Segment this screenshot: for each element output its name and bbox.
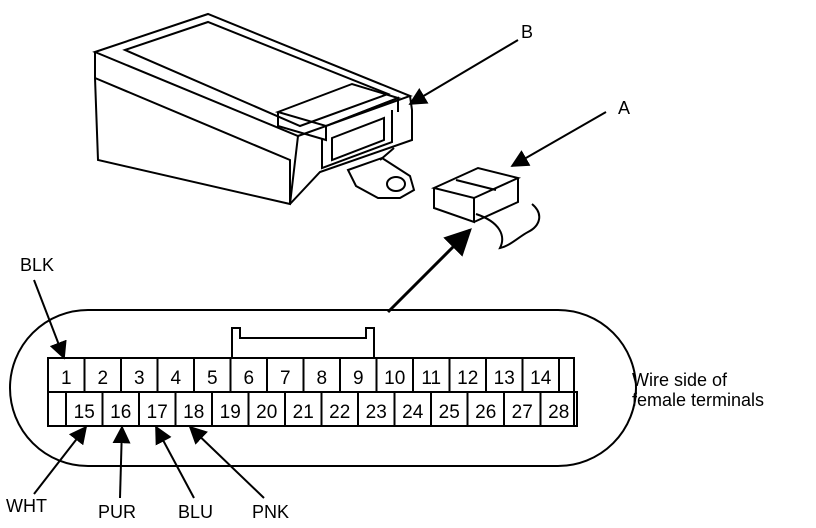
control-unit-illustration [92,12,416,206]
terminal-number-14: 14 [530,368,552,389]
wire-color-blu: BLU [178,502,213,522]
terminal-number-8: 8 [316,368,327,389]
terminal-number-27: 27 [512,402,533,423]
wire-color-pnk: PNK [252,502,289,522]
terminal-number-17: 17 [147,402,168,423]
wire-color-blk: BLK [20,255,54,275]
leader-blk [33,279,67,360]
view-arrow [386,228,472,314]
terminal-number-23: 23 [366,402,387,423]
terminal-number-10: 10 [384,368,405,389]
leader-blu [155,425,195,499]
callout-label-b: B [521,22,533,42]
terminal-number-3: 3 [134,368,145,389]
terminal-number-11: 11 [421,368,441,389]
terminal-number-19: 19 [220,402,241,423]
wire-color-wht: WHT [6,496,47,516]
harness-connector-illustration [430,166,541,250]
terminal-number-16: 16 [110,402,131,423]
leader-wht [33,425,88,495]
callout-label-a: A [618,98,630,118]
terminal-number-9: 9 [353,368,364,389]
terminal-number-7: 7 [280,368,291,389]
terminal-number-5: 5 [207,368,218,389]
terminal-number-15: 15 [74,402,95,423]
terminal-number-22: 22 [329,402,350,423]
terminal-number-6: 6 [243,368,254,389]
terminal-number-4: 4 [170,368,181,389]
terminal-cell-28 [539,391,578,427]
terminal-number-28: 28 [548,402,569,423]
terminal-number-26: 26 [475,402,496,423]
terminal-number-18: 18 [183,402,204,423]
terminal-number-20: 20 [256,402,277,423]
terminal-number-21: 21 [293,402,314,423]
wire-color-pur: PUR [98,502,136,522]
terminal-number-2: 2 [97,368,108,389]
callout-line-a [510,111,607,167]
callout-line-b [408,39,519,105]
wire-side-note-line1: Wire side of [632,370,728,390]
terminal-number-1: 1 [61,368,72,389]
leader-pnk [188,425,265,499]
terminal-number-13: 13 [494,368,515,389]
wire-side-note-line2: female terminals [632,390,764,410]
terminal-number-12: 12 [457,368,478,389]
terminal-number-25: 25 [439,402,460,423]
leader-pur [112,425,131,499]
terminal-number-24: 24 [402,402,424,423]
